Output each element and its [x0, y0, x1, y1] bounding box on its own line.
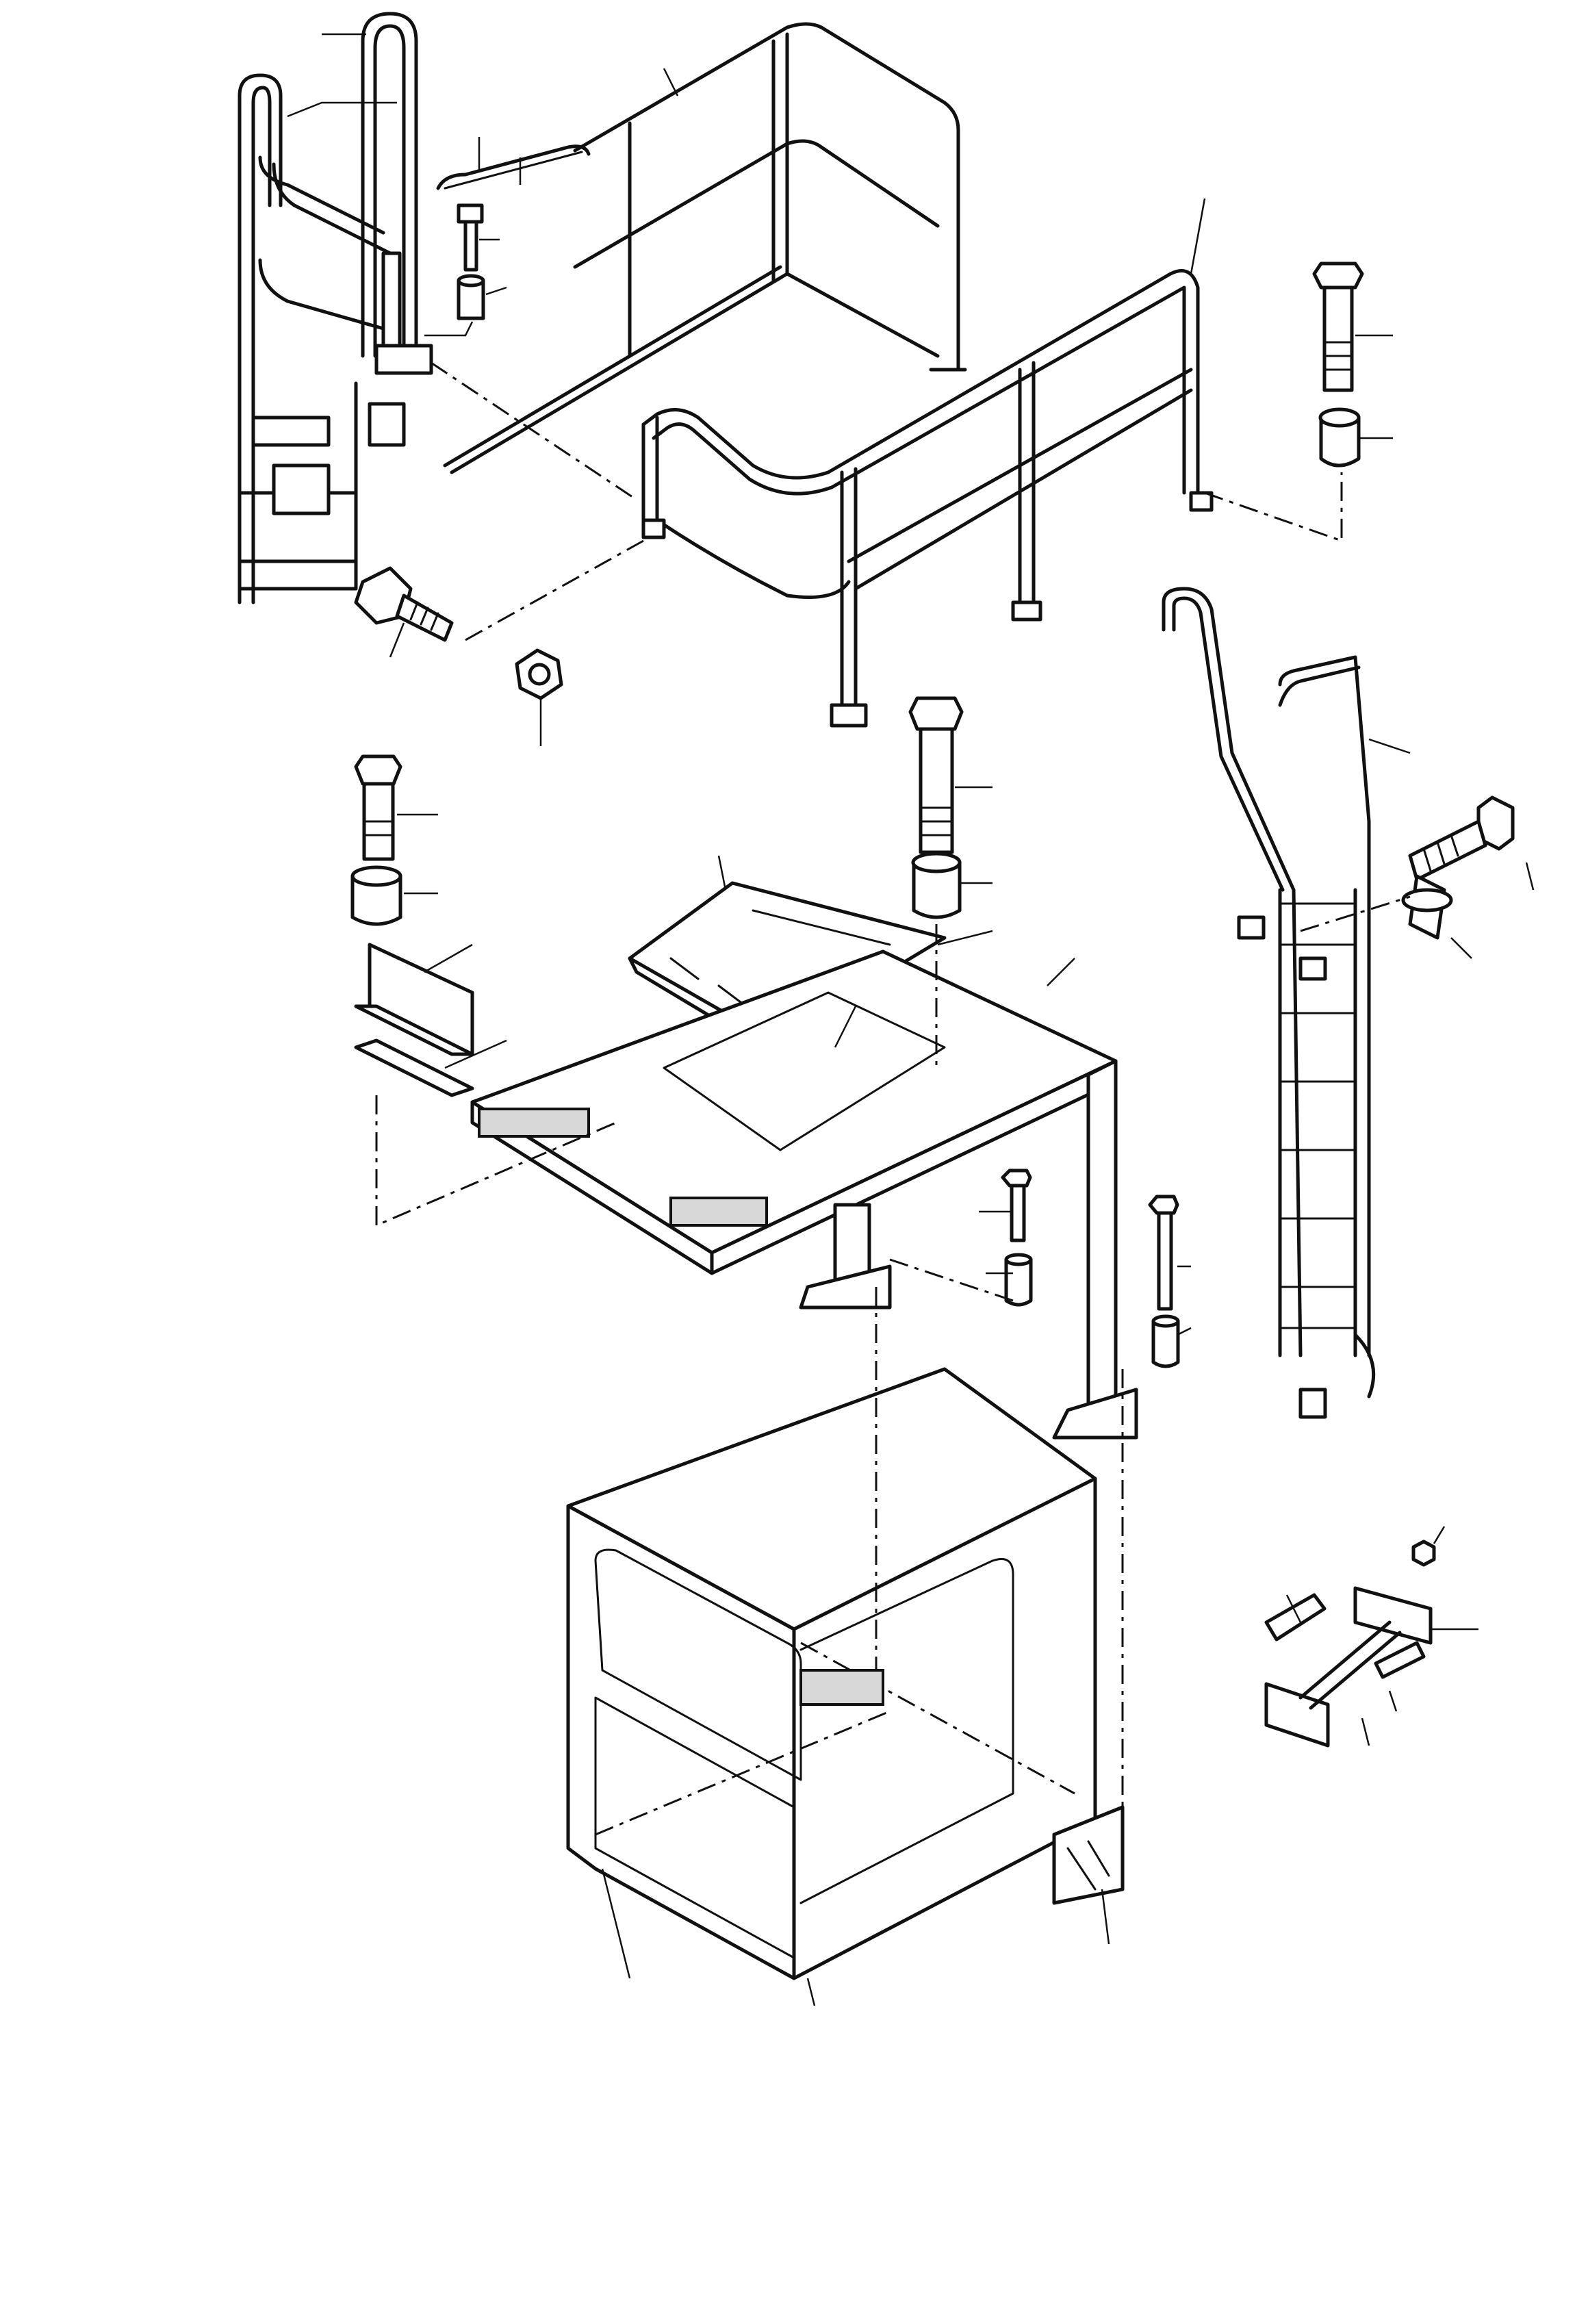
- angle-bracket-left: [354, 943, 474, 1097]
- spacer-right-ladder: [1401, 874, 1453, 940]
- roof-frame: [470, 949, 1138, 1440]
- bolt-upper-right: [1312, 261, 1364, 392]
- bolt-middle-a: [1001, 1169, 1033, 1307]
- chain: [436, 144, 591, 190]
- spacer-upper-right: [1318, 407, 1361, 468]
- nut-left-middle: [515, 648, 563, 700]
- cab: [566, 1367, 1125, 1980]
- leader-lines: [287, 33, 1535, 2006]
- bolt-left-middle: [354, 566, 454, 642]
- bolt-center: [908, 696, 964, 854]
- spacer-left-bracket: [350, 865, 402, 926]
- small-bolt-spacer: [457, 203, 485, 320]
- front-guardrail: [641, 269, 1214, 728]
- bolt-middle-b: [1148, 1195, 1180, 1368]
- bolt-left-bracket: [354, 754, 402, 861]
- hinge-bracket: [1264, 1540, 1436, 1748]
- right-ladder: [1162, 587, 1376, 1419]
- bolt-right-ladder: [1408, 795, 1515, 882]
- top-guardrail: [443, 22, 967, 474]
- assembly-centerlines: [375, 361, 1411, 1807]
- left-handrail-ladder: [238, 12, 433, 604]
- spacer-center: [911, 852, 962, 919]
